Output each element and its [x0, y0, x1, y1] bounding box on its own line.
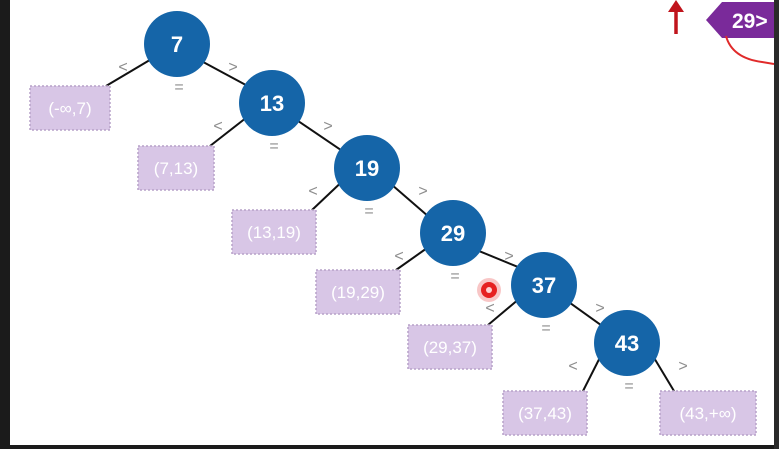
- leaves-layer: (-∞,7) (7,13) (13,19) (19,29) (29,37) (37,43)…: [29, 85, 757, 436]
- callout-label: 29>: [732, 10, 768, 33]
- node-key: 37: [532, 273, 556, 298]
- less-symbol-1: <: [213, 118, 222, 135]
- callout-tag: 29>: [706, 2, 774, 65]
- node-circle: [239, 70, 305, 136]
- equal-symbol-0: =: [174, 79, 183, 96]
- equal-symbol-4: =: [541, 320, 550, 337]
- node-key: 29: [441, 221, 465, 246]
- leaf-interval-3: (19,29): [315, 269, 401, 315]
- leaf-label: (19,29): [331, 283, 385, 302]
- leaf-box: [29, 85, 111, 131]
- less-symbol-4: <: [485, 300, 494, 317]
- leaf-interval-6: (43,+∞): [659, 390, 757, 436]
- leaf-label: (7,13): [154, 159, 198, 178]
- node-key: 13: [260, 91, 284, 116]
- node-key: 7: [171, 32, 183, 57]
- binary-search-tree-diagram: (-∞,7) (7,13) (13,19) (19,29) (29,37) (37,43)…: [29, 0, 774, 436]
- tree-node-29: 29: [420, 200, 486, 266]
- pointer-dot: [477, 278, 501, 302]
- up-arrow-annotation: [668, 0, 684, 34]
- edge-right-3: [479, 250, 518, 268]
- leaf-box: [502, 390, 588, 436]
- edge-right-4: [569, 302, 602, 326]
- edge-right-2: [392, 185, 428, 216]
- greater-symbol-4: >: [595, 300, 604, 317]
- edge-right-0: [202, 61, 247, 86]
- edge-left-1: [209, 118, 245, 147]
- node-circle: [594, 310, 660, 376]
- leaf-interval-1: (7,13): [137, 145, 215, 191]
- tree-node-7: 7: [144, 11, 210, 77]
- node-circle: [420, 200, 486, 266]
- leaf-box: [137, 145, 215, 191]
- edge-left-4: [487, 300, 517, 326]
- equal-symbol-3: =: [450, 268, 459, 285]
- greater-symbol-3: >: [504, 248, 513, 265]
- edge-left-2: [311, 183, 340, 211]
- equal-symbol-2: =: [364, 203, 373, 220]
- equal-symbol-1: =: [269, 138, 278, 155]
- equal-symbol-5: =: [624, 378, 633, 395]
- less-symbol-2: <: [308, 183, 317, 200]
- node-circle: [334, 135, 400, 201]
- node-key: 43: [615, 331, 639, 356]
- node-circle: [144, 11, 210, 77]
- edges-layer: [105, 59, 675, 392]
- greater-symbol-5: >: [678, 358, 687, 375]
- less-symbol-3: <: [394, 248, 403, 265]
- less-symbol-5: <: [568, 358, 577, 375]
- leaf-interval-2: (13,19): [231, 209, 317, 255]
- leaf-box: [407, 324, 493, 370]
- greater-symbol-2: >: [418, 183, 427, 200]
- tree-node-43: 43: [594, 310, 660, 376]
- leaf-label: (29,37): [423, 338, 477, 357]
- edge-left-3: [395, 248, 426, 271]
- node-circle: [511, 252, 577, 318]
- edge-left-0: [105, 59, 150, 87]
- leaf-interval-4: (29,37): [407, 324, 493, 370]
- leaf-interval-0: (-∞,7): [29, 85, 111, 131]
- leaf-label: (37,43): [518, 404, 572, 423]
- leaf-label: (43,+∞): [679, 404, 736, 423]
- greater-symbol-1: >: [323, 118, 332, 135]
- comparison-symbols-layer: < > = < > = < > = < > = < > = < > =: [118, 59, 687, 395]
- leaf-interval-5: (37,43): [502, 390, 588, 436]
- tree-node-19: 19: [334, 135, 400, 201]
- leaf-box: [315, 269, 401, 315]
- leaf-label: (13,19): [247, 223, 301, 242]
- edge-right-5: [654, 358, 675, 392]
- window-edge: [774, 0, 779, 449]
- edge-left-5: [582, 359, 600, 392]
- tree-node-13: 13: [239, 70, 305, 136]
- leaf-box: [231, 209, 317, 255]
- less-symbol-0: <: [118, 59, 127, 76]
- edge-right-1: [297, 120, 342, 151]
- tree-node-37: 37: [511, 252, 577, 318]
- leaf-box: [659, 390, 757, 436]
- nodes-layer: 7 13 19 29 37 43: [144, 11, 660, 376]
- leaf-label: (-∞,7): [48, 99, 91, 118]
- node-key: 19: [355, 156, 379, 181]
- greater-symbol-0: >: [228, 59, 237, 76]
- diagram-canvas: (-∞,7) (7,13) (13,19) (19,29) (29,37) (37,43)…: [10, 0, 774, 445]
